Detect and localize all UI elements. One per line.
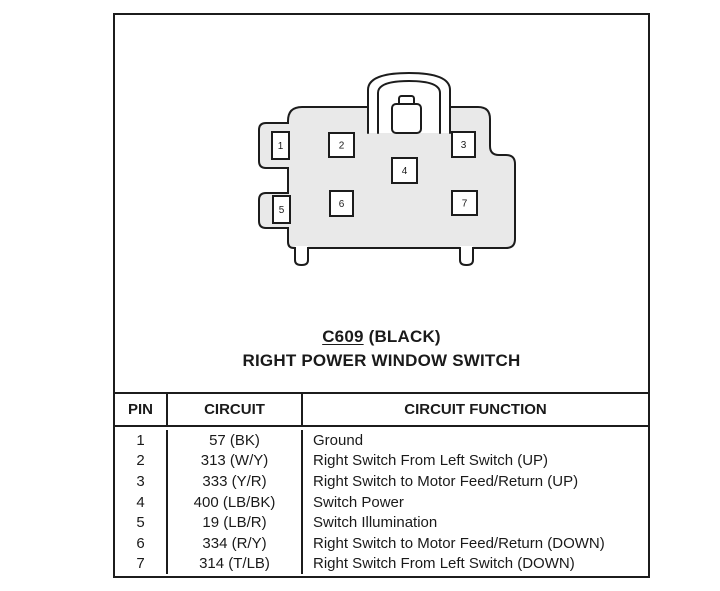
pin-label-2: 2 bbox=[339, 141, 345, 152]
pinout-table: PIN CIRCUIT CIRCUIT FUNCTION 1 57 (BK) G… bbox=[115, 392, 648, 576]
connector-name: RIGHT POWER WINDOW SWITCH bbox=[242, 351, 521, 370]
cell-circuit-function: Switch Illumination bbox=[313, 514, 438, 532]
connector-color: (BLACK) bbox=[368, 327, 441, 346]
latch-button bbox=[391, 103, 422, 134]
cell-pin: 6 bbox=[115, 532, 168, 554]
cell-circuit: 313 (W/Y) bbox=[168, 450, 303, 472]
table-row: 7 314 (T/LB) Right Switch From Left Swit… bbox=[115, 553, 648, 575]
connector-id: C609 bbox=[322, 327, 364, 346]
pin-label-5: 5 bbox=[279, 205, 285, 216]
pin-cavity-2: 2 bbox=[328, 132, 355, 158]
pin-cavity-6: 6 bbox=[329, 190, 354, 217]
table-row: 2 313 (W/Y) Right Switch From Left Switc… bbox=[115, 450, 648, 472]
cell-circuit: 57 (BK) bbox=[168, 430, 303, 451]
connector-diagram: 1 2 3 4 5 bbox=[258, 71, 516, 266]
pin-label-3: 3 bbox=[461, 140, 467, 151]
table-header-row: PIN CIRCUIT CIRCUIT FUNCTION bbox=[115, 394, 648, 427]
cell-circuit: 400 (LB/BK) bbox=[168, 491, 303, 513]
cell-circuit-function: Right Switch to Motor Feed/Return (UP) bbox=[313, 472, 579, 490]
cell-pin: 5 bbox=[115, 512, 168, 533]
pin-label-7: 7 bbox=[462, 199, 468, 210]
cell-circuit-function: Ground bbox=[313, 431, 364, 449]
cell-pin: 3 bbox=[115, 471, 168, 492]
cell-pin: 4 bbox=[115, 491, 168, 513]
pin-cavity-5: 5 bbox=[272, 195, 291, 224]
header-circuit: CIRCUIT bbox=[168, 394, 303, 425]
table-row: 4 400 (LB/BK) Switch Power bbox=[115, 491, 648, 513]
pin-cavity-4: 4 bbox=[391, 157, 418, 184]
table-row: 3 333 (Y/R) Right Switch to Motor Feed/R… bbox=[115, 471, 648, 492]
pin-label-6: 6 bbox=[339, 199, 345, 210]
table-row: 6 334 (R/Y) Right Switch to Motor Feed/R… bbox=[115, 532, 648, 554]
connector-foot-left-outline bbox=[294, 247, 309, 266]
connector-foot-right bbox=[460, 246, 473, 265]
table-row: 1 57 (BK) Ground bbox=[115, 430, 648, 451]
table-body: 1 57 (BK) Ground 2 313 (W/Y) Right Switc… bbox=[115, 427, 648, 576]
cell-circuit-function: Right Switch From Left Switch (DOWN) bbox=[313, 555, 575, 573]
connector-foot-right-outline bbox=[459, 247, 474, 266]
pin-label-4: 4 bbox=[402, 166, 408, 177]
cell-circuit: 334 (R/Y) bbox=[168, 532, 303, 554]
cell-pin: 7 bbox=[115, 553, 168, 575]
connector-foot-left bbox=[295, 246, 308, 265]
cell-circuit: 314 (T/LB) bbox=[168, 553, 303, 575]
table-row: 5 19 (LB/R) Switch Illumination bbox=[115, 512, 648, 533]
cell-pin: 2 bbox=[115, 450, 168, 472]
cell-circuit-function: Right Switch to Motor Feed/Return (DOWN) bbox=[313, 534, 605, 552]
pin-label-1: 1 bbox=[278, 141, 284, 152]
header-pin: PIN bbox=[115, 394, 168, 425]
figure-frame: 1 2 3 4 5 bbox=[113, 13, 650, 578]
cell-pin: 1 bbox=[115, 430, 168, 451]
cell-circuit-function: Switch Power bbox=[313, 493, 404, 511]
connector-id-line: C609 (BLACK) bbox=[115, 325, 648, 349]
figure-title: C609 (BLACK) RIGHT POWER WINDOW SWITCH bbox=[115, 325, 648, 373]
cell-circuit: 19 (LB/R) bbox=[168, 512, 303, 533]
header-circuit-function: CIRCUIT FUNCTION bbox=[404, 401, 547, 418]
pin-cavity-3: 3 bbox=[451, 131, 476, 158]
cell-circuit-function: Right Switch From Left Switch (UP) bbox=[313, 452, 549, 470]
pin-cavity-7: 7 bbox=[451, 190, 478, 216]
pin-cavity-1: 1 bbox=[271, 131, 290, 160]
cell-circuit: 333 (Y/R) bbox=[168, 471, 303, 492]
